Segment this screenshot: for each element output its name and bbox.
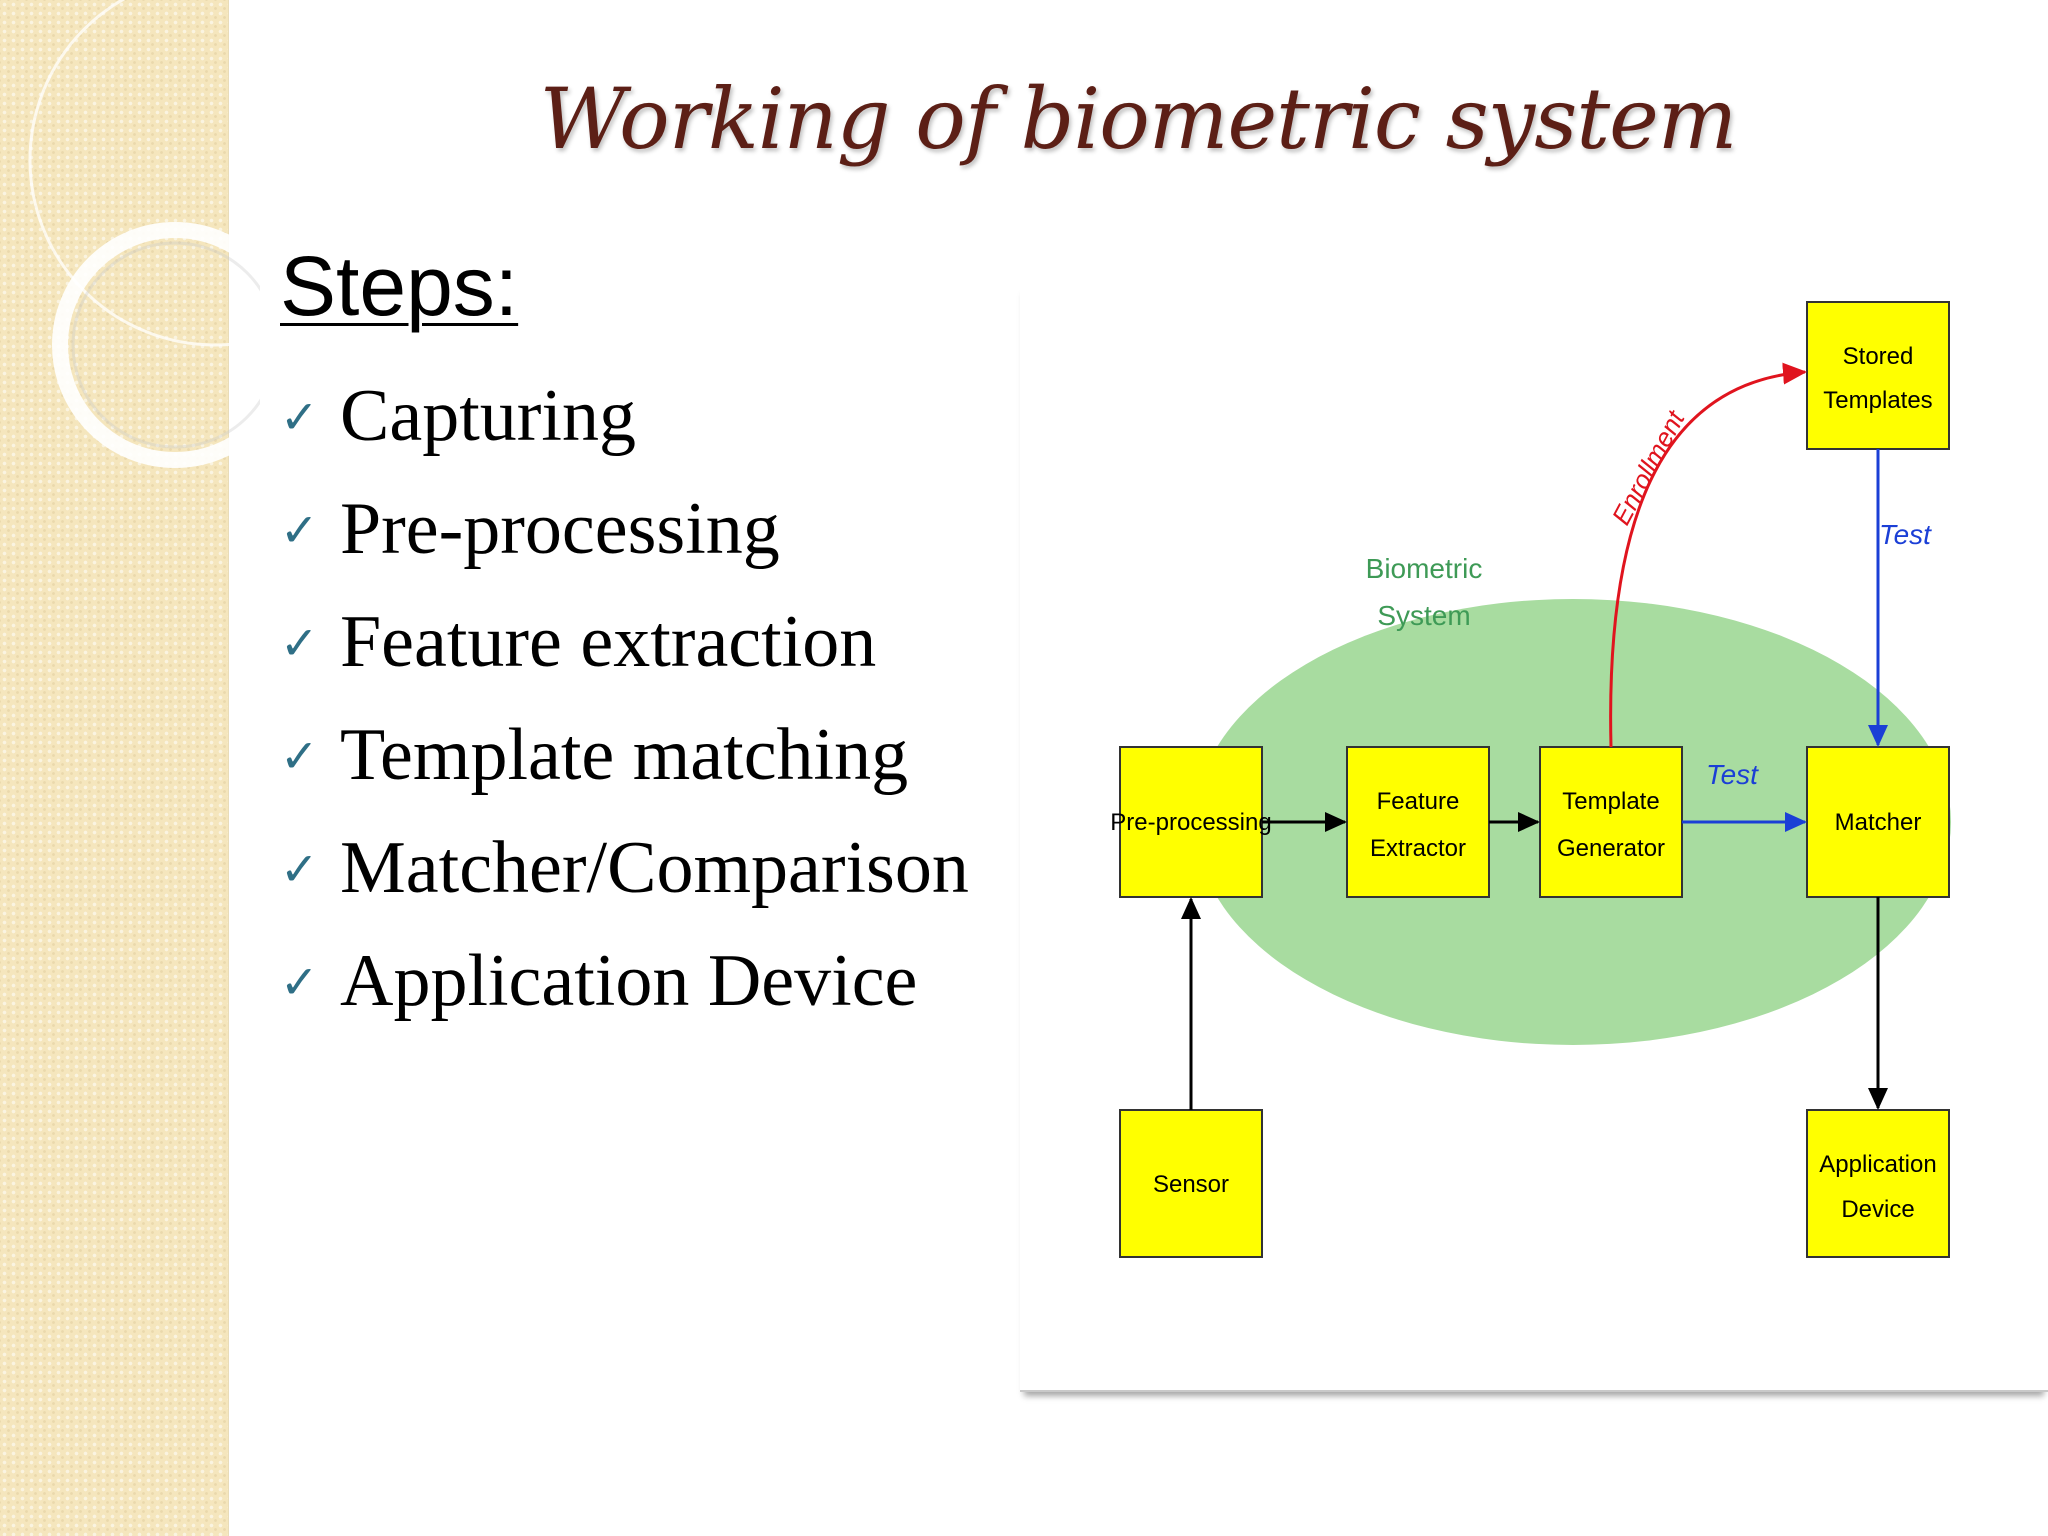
- box-label: Template: [1562, 788, 1659, 815]
- checkmark-icon: ✓: [280, 615, 319, 670]
- box-label: Device: [1841, 1196, 1914, 1223]
- checkmark-icon: ✓: [280, 502, 319, 557]
- test-label-horizontal: Test: [1706, 759, 1759, 790]
- box-label: Application: [1819, 1151, 1936, 1178]
- box-label: Feature: [1377, 788, 1460, 815]
- step-text: Pre-processing: [340, 488, 780, 570]
- list-item: ✓ Capturing: [280, 360, 969, 473]
- box-label: Matcher: [1835, 809, 1922, 836]
- steps-list: ✓ Capturing ✓ Pre-processing ✓ Feature extr…: [280, 360, 969, 1038]
- stored-templates-box: Stored Templates: [1806, 301, 1950, 450]
- box-label: Extractor: [1370, 835, 1466, 862]
- box-label: Sensor: [1153, 1171, 1229, 1198]
- preprocessing-box: Pre-processing: [1110, 746, 1272, 898]
- box-label: Templates: [1823, 387, 1932, 414]
- list-item: ✓ Template matching: [280, 699, 969, 812]
- sensor-box: Sensor: [1119, 1109, 1263, 1258]
- template-generator-box: Template Generator: [1539, 746, 1683, 898]
- step-text: Template matching: [340, 714, 909, 796]
- list-item: ✓ Feature extraction: [280, 586, 969, 699]
- region-label-line2: System: [1377, 600, 1470, 631]
- list-item: ✓ Pre-processing: [280, 473, 969, 586]
- enrollment-label: Enrollment: [1606, 404, 1692, 529]
- arrow-enrollment: [1609, 362, 1807, 748]
- checkmark-icon: ✓: [280, 954, 319, 1009]
- feature-extractor-box: Feature Extractor: [1346, 746, 1490, 898]
- box-label: Pre-processing: [1110, 809, 1271, 836]
- checkmark-icon: ✓: [280, 728, 319, 783]
- steps-heading: Steps:: [280, 239, 519, 333]
- list-item: ✓ Application Device: [280, 925, 969, 1038]
- step-text: Feature extraction: [340, 601, 877, 683]
- biometric-system-diagram: Biometric System Pre-processing Feature …: [1020, 282, 2048, 1392]
- matcher-box: Matcher: [1806, 746, 1950, 898]
- step-text: Matcher/Comparison: [340, 827, 969, 909]
- step-text: Application Device: [340, 940, 918, 1022]
- diagram-canvas: Biometric System Pre-processing Feature …: [1110, 301, 1951, 1258]
- slide-title: Working of biometric system: [539, 70, 1738, 168]
- decorative-side-band: [0, 0, 229, 1536]
- test-label-vertical: Test: [1879, 519, 1932, 550]
- checkmark-icon: ✓: [280, 389, 319, 444]
- list-item: ✓ Matcher/Comparison: [280, 812, 969, 925]
- step-text: Capturing: [340, 375, 636, 457]
- box-label: Stored: [1843, 343, 1914, 370]
- application-device-box: Application Device: [1806, 1109, 1950, 1258]
- checkmark-icon: ✓: [280, 841, 319, 896]
- region-label-line1: Biometric: [1366, 553, 1483, 584]
- box-label: Generator: [1557, 835, 1665, 862]
